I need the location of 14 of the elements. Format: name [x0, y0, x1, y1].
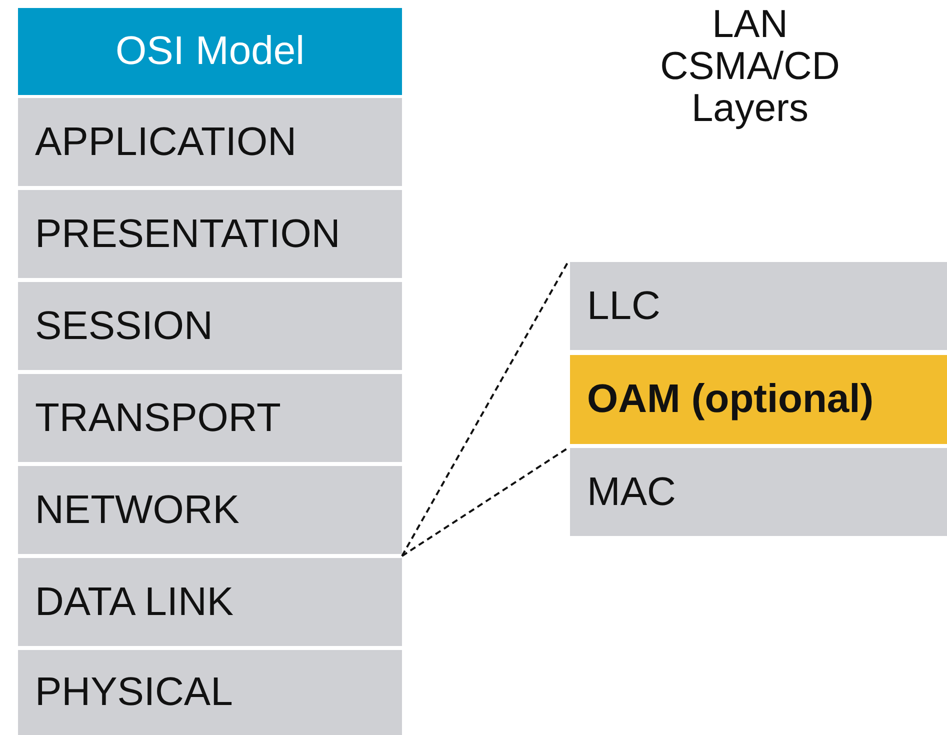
column-heading: LAN CSMA/CD Layers — [659, 4, 841, 130]
layer-box: PHYSICAL — [18, 650, 402, 735]
connector-line — [401, 262, 569, 556]
layer-box: OAM (optional) — [570, 355, 947, 444]
layer-box: NETWORK — [18, 466, 402, 554]
layer-box: DATA LINK — [18, 558, 402, 646]
layer-box: TRANSPORT — [18, 374, 402, 462]
layer-box: LLC — [570, 262, 947, 350]
layer-box: SESSION — [18, 282, 402, 370]
layer-box: PRESENTATION — [18, 190, 402, 278]
layer-box: MAC — [570, 448, 947, 536]
header-box: OSI Model — [18, 8, 402, 95]
layer-box: APPLICATION — [18, 98, 402, 186]
connector-line — [401, 447, 569, 557]
